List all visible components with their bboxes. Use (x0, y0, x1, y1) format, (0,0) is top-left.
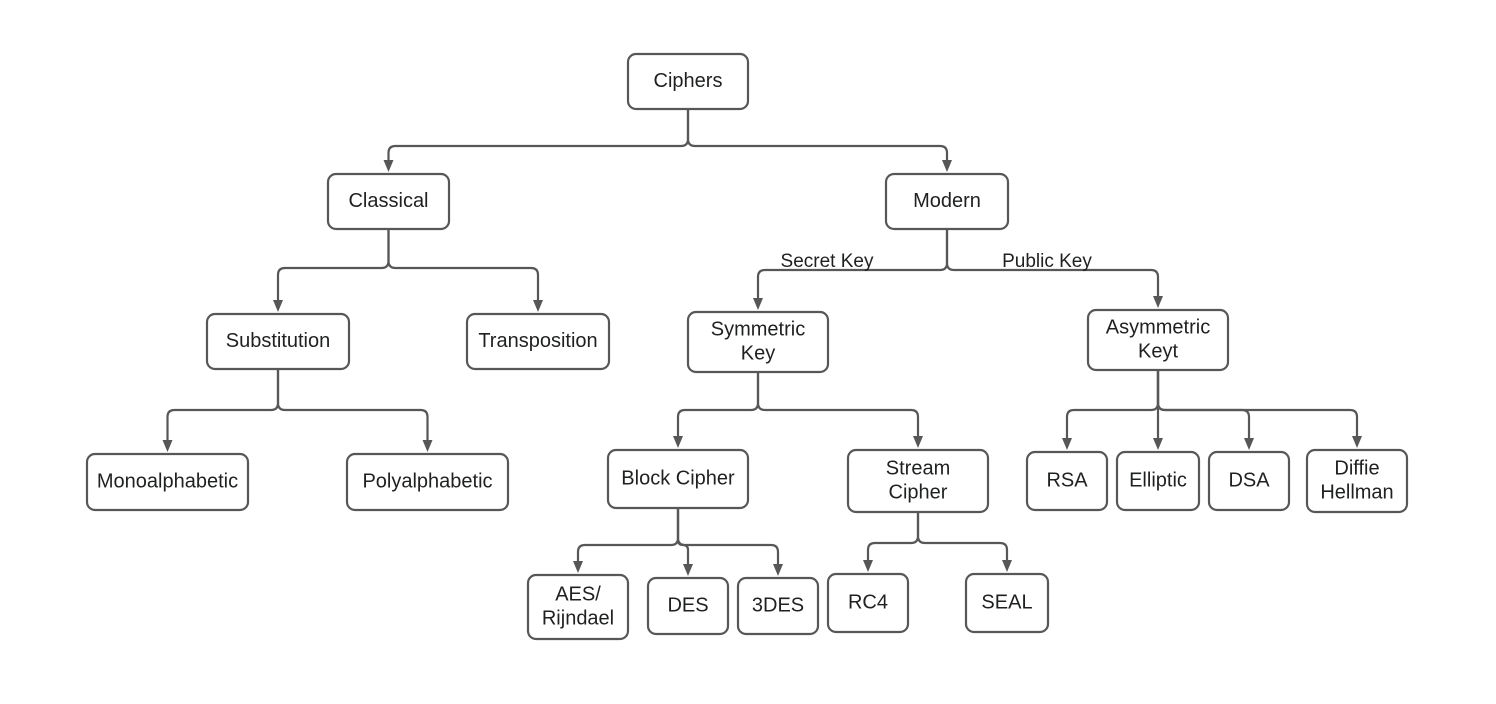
node-box-des[interactable] (646, 576, 730, 636)
connector-asymmetric-to-diffie (1156, 370, 1362, 448)
label-secret-key: Secret Key (781, 251, 874, 272)
node-transposition[interactable]: Transposition (465, 312, 611, 371)
node-monoalphabetic[interactable]: Monoalphabetic (85, 452, 250, 512)
node-box-ciphers[interactable] (626, 52, 750, 111)
edge-labels-layer: Secret Key Public Key (781, 251, 1093, 272)
node-box-modern[interactable] (884, 172, 1010, 231)
node-modern[interactable]: Modern (884, 172, 1010, 231)
node-elliptic[interactable]: Elliptic (1115, 450, 1201, 512)
connector-modern-to-asymmetric (945, 229, 1163, 308)
node-box-streamcipher[interactable] (846, 448, 990, 514)
node-rc4[interactable]: RC4 (826, 572, 910, 634)
connector-classical-to-substitution (273, 229, 390, 312)
node-seal[interactable]: SEAL (964, 572, 1050, 634)
connector-asymmetric-to-rsa (1062, 370, 1160, 450)
node-box-tripledes[interactable] (736, 576, 820, 636)
node-box-rsa[interactable] (1025, 450, 1109, 512)
node-ciphers[interactable]: Ciphers (626, 52, 750, 111)
node-box-rc4[interactable] (826, 572, 910, 634)
node-box-symmetric[interactable] (686, 310, 830, 374)
node-box-dsa[interactable] (1207, 450, 1291, 512)
node-des[interactable]: DES (646, 576, 730, 636)
node-box-aes[interactable] (526, 573, 630, 641)
node-aes[interactable]: AES/Rijndael (526, 573, 630, 641)
node-dsa[interactable]: DSA (1207, 450, 1291, 512)
node-box-substitution[interactable] (205, 312, 351, 371)
node-blockcipher[interactable]: Block Cipher (606, 448, 750, 510)
connector-symmetric-to-blockcipher (673, 372, 760, 448)
connector-ciphers-to-classical (383, 109, 690, 172)
connector-ciphers-to-modern (686, 109, 952, 172)
node-box-blockcipher[interactable] (606, 448, 750, 510)
node-box-monoalphabetic[interactable] (85, 452, 250, 512)
connector-substitution-to-polyalphabetic (276, 369, 433, 452)
connector-substitution-to-monoalphabetic (162, 369, 280, 452)
node-classical[interactable]: Classical (326, 172, 451, 231)
node-rsa[interactable]: RSA (1025, 450, 1109, 512)
node-box-seal[interactable] (964, 572, 1050, 634)
node-box-asymmetric[interactable] (1086, 308, 1230, 372)
connector-blockcipher-to-aes (573, 508, 680, 573)
node-polyalphabetic[interactable]: Polyalphabetic (345, 452, 510, 512)
connector-blockcipher-to-des (676, 508, 693, 576)
node-box-polyalphabetic[interactable] (345, 452, 510, 512)
node-box-classical[interactable] (326, 172, 451, 231)
connector-streamcipher-to-seal (916, 512, 1012, 572)
node-tripledes[interactable]: 3DES (736, 576, 820, 636)
connector-blockcipher-to-tripledes (676, 508, 783, 576)
node-box-diffie[interactable] (1305, 448, 1409, 514)
node-box-elliptic[interactable] (1115, 450, 1201, 512)
node-substitution[interactable]: Substitution (205, 312, 351, 371)
connector-classical-to-transposition (387, 229, 543, 312)
label-public-key: Public Key (1002, 251, 1092, 272)
connector-symmetric-to-streamcipher (756, 372, 923, 448)
edges-layer (162, 109, 1362, 576)
connector-streamcipher-to-rc4 (863, 512, 920, 572)
node-box-transposition[interactable] (465, 312, 611, 371)
